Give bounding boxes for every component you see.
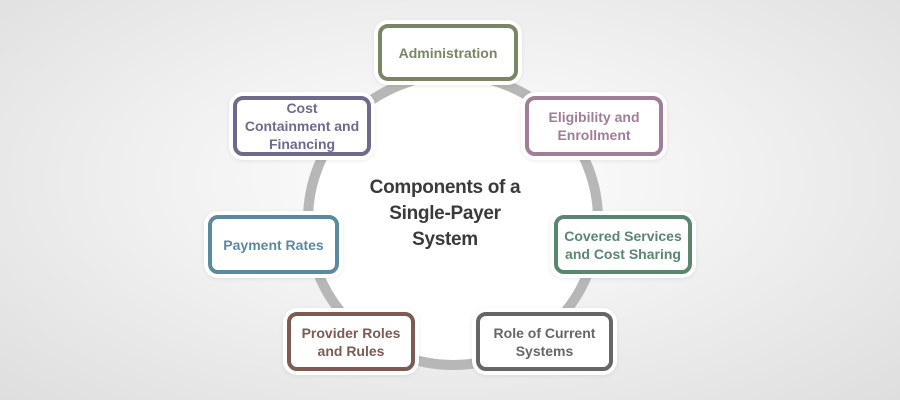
node-payment-rates: Payment Rates [208, 215, 339, 274]
title-line: Components of a [369, 177, 521, 198]
node-provider-roles: Provider Roles and Rules [287, 312, 415, 371]
center-title: Components of a Single-Payer System [340, 175, 550, 253]
node-administration: Administration [378, 24, 518, 81]
node-covered-services: Covered Services and Cost Sharing [554, 215, 692, 274]
node-cost-containment: Cost Containment and Financing [233, 96, 371, 156]
title-line: System [412, 229, 478, 250]
node-role-of-current-systems: Role of Current Systems [476, 312, 613, 371]
node-eligibility-enrollment: Eligibility and Enrollment [525, 96, 663, 156]
title-line: Single-Payer [389, 203, 501, 224]
